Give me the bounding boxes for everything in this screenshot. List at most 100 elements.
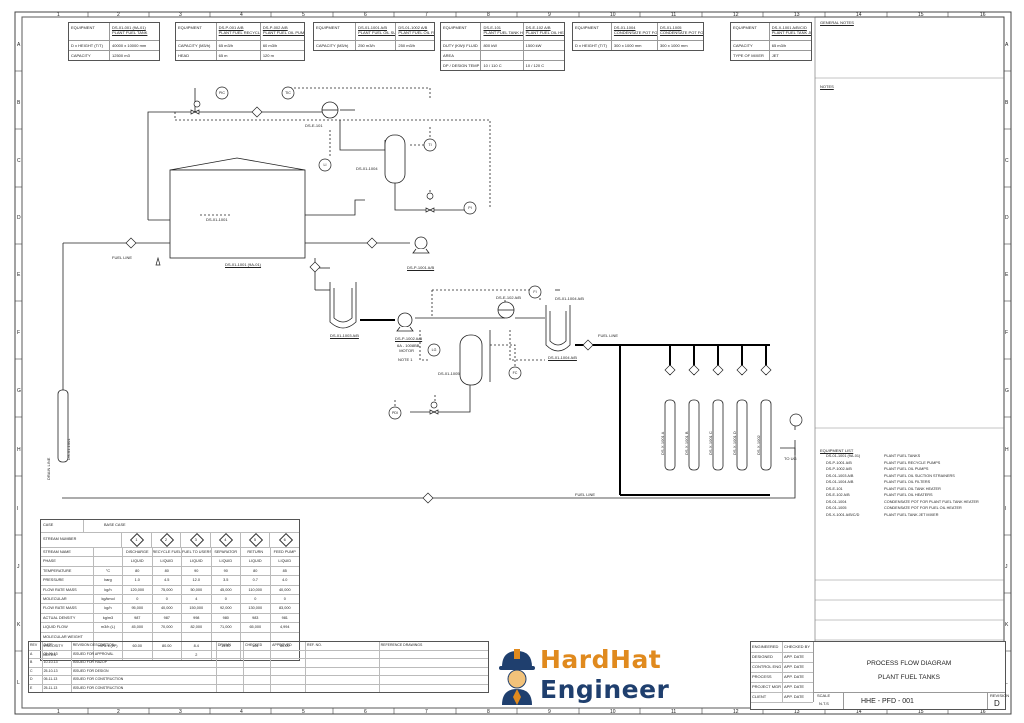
oil-pump [396, 312, 414, 332]
title-field-label: APP. DATE [783, 694, 805, 699]
equipment-data-cell: CAPACITY (M3/h) [314, 41, 357, 50]
instrument-tag: PDI [392, 411, 398, 415]
stream-table-cell: 987 [123, 613, 153, 623]
condensate-pot-1 [384, 134, 406, 184]
stream-table-cell [123, 651, 153, 660]
revision-cell [217, 650, 244, 658]
revision-header-cell: REFERENCE DRAWINGS [380, 643, 423, 647]
stream-table-cell: 4 [182, 594, 212, 604]
stream-number-cell: 2 [152, 533, 182, 547]
equipment-data-cell: 250 m3/h [398, 43, 416, 48]
equipment-data-cell: EQUIPMENT [69, 23, 110, 40]
stream-table-cell: 80 [123, 566, 153, 576]
stream-table-cell: 3.5 [212, 576, 241, 585]
logo-word-hardhat: HardHat [540, 645, 662, 674]
tag-condpot2: DS-01-1005 [438, 371, 460, 376]
stream-table-cell: 987 [153, 613, 182, 623]
grid-col-label: 10 [610, 709, 616, 715]
instrument-tag: LG [431, 348, 437, 352]
equipment-data-cell: CAPACITY (M3/h) [176, 41, 217, 50]
stream-table-cell: VISCOSITY [41, 641, 94, 651]
stream-table-cell: 0 [241, 594, 271, 604]
equipment-data-cell: EQUIPMENT [573, 23, 612, 40]
stream-table-cell [153, 632, 182, 641]
stream-number: 2 [164, 537, 168, 542]
stream-table-cell: 4,994 [279, 625, 290, 630]
hardhat-engineer-icon [499, 649, 535, 705]
revision-cell [306, 650, 380, 658]
revision-cell [217, 684, 244, 692]
stream-number-cell: 1 [122, 533, 152, 547]
stream-table-cell: 75,000 [153, 585, 182, 594]
stream-table-cell: °C [94, 566, 123, 576]
equipment-data-cell: 65 m [217, 51, 261, 60]
grid-col-label: 16 [980, 709, 986, 715]
equipment-data-cell: DS-01-1001 A/B PLANT FUEL OIL SUCTION ST… [356, 23, 397, 40]
equipment-data-cell: 12500 m3 [112, 53, 130, 58]
stream-number-diamond [219, 533, 234, 547]
instrument-bubbles [193, 86, 803, 427]
grid-row-label: I [1005, 506, 1007, 512]
tag-oil-pump-note: 6A - 1008BB MOTOR [397, 343, 420, 353]
stream-table-cell: 92,000 [212, 604, 241, 613]
case-label: CASE [41, 520, 84, 532]
equipment-data-cell: CAPACITY [731, 41, 770, 50]
revision-cell [244, 676, 272, 684]
equipment-data-cell: DS-X-1001 A/B/C/D PLANT FUEL TANK JET MI… [771, 25, 811, 35]
revision-cell [271, 650, 307, 658]
logo: HardHat Engineer [496, 643, 669, 706]
equipment-data-cell: 300 x 1000 mm [612, 41, 658, 50]
grid-col-label: 15 [918, 12, 924, 18]
equipment-data-cell: 300 x 1000 mm [659, 43, 688, 48]
label-fuel-line: FUEL LINE [112, 255, 133, 260]
label-mixer-d: DS-X-1001 D [732, 431, 737, 455]
grid-col-label: 13 [794, 709, 800, 715]
grid-col-label: 7 [425, 709, 428, 715]
stream-table-cell: FEED PUMP [273, 550, 296, 554]
stream-table-cell: 8.4 [182, 641, 212, 651]
title-field-label: APP. DATE [783, 664, 805, 669]
stream-table-cell: 83,000 [278, 606, 291, 611]
stream-number-cell: 3 [181, 533, 212, 547]
strainer-1 [329, 282, 357, 329]
grid-row-label: D [1005, 215, 1009, 221]
title-field-label: ENGINEERED [751, 642, 783, 652]
stream-table-cell: 90 [182, 566, 212, 576]
revision-header-cell: REVISION DESCRIPTION [72, 642, 217, 650]
equipment-data-cell: DS-01-1002 A/B PLANT FUEL OIL FILTERS [398, 25, 434, 35]
tag-oil-pump: DS-P-1002 A/B [395, 336, 423, 341]
grid-col-label: 8 [487, 709, 490, 715]
tag-oil-heater: DS-E-102 A/B [496, 295, 521, 300]
equipment-data-cell: 800 kW [481, 41, 524, 50]
stream-table-cell: 90 [212, 566, 241, 576]
stream-table-cell: FUEL TO USERS [182, 548, 212, 557]
stream-table-cell: LIQUID [153, 557, 182, 566]
equipment-list-tag: DS-01-1001 (9A-01) [826, 454, 861, 458]
instrument-tag: TI [428, 143, 432, 147]
equipment-list-desc: PLANT FUEL TANK JET MIXER [884, 512, 939, 517]
revision-label: REVISION [990, 693, 1010, 698]
label-to-ug: TO UG [784, 456, 797, 461]
stream-number-cell: 4 [211, 533, 241, 547]
stream-table-cell [212, 651, 241, 660]
equipment-data-cell: DS-01-1005 CONDENSATE POT FOR PLANT FUEL… [659, 25, 703, 35]
stream-table-cell: MOLECULAR WEIGHT [41, 632, 94, 641]
stream-table-cell [94, 548, 123, 557]
stream-table-cell: 80.00 [153, 641, 182, 651]
outer-border [14, 11, 1012, 715]
equipment-list-desc: PLANT FUEL OIL HEATERS [884, 493, 933, 497]
